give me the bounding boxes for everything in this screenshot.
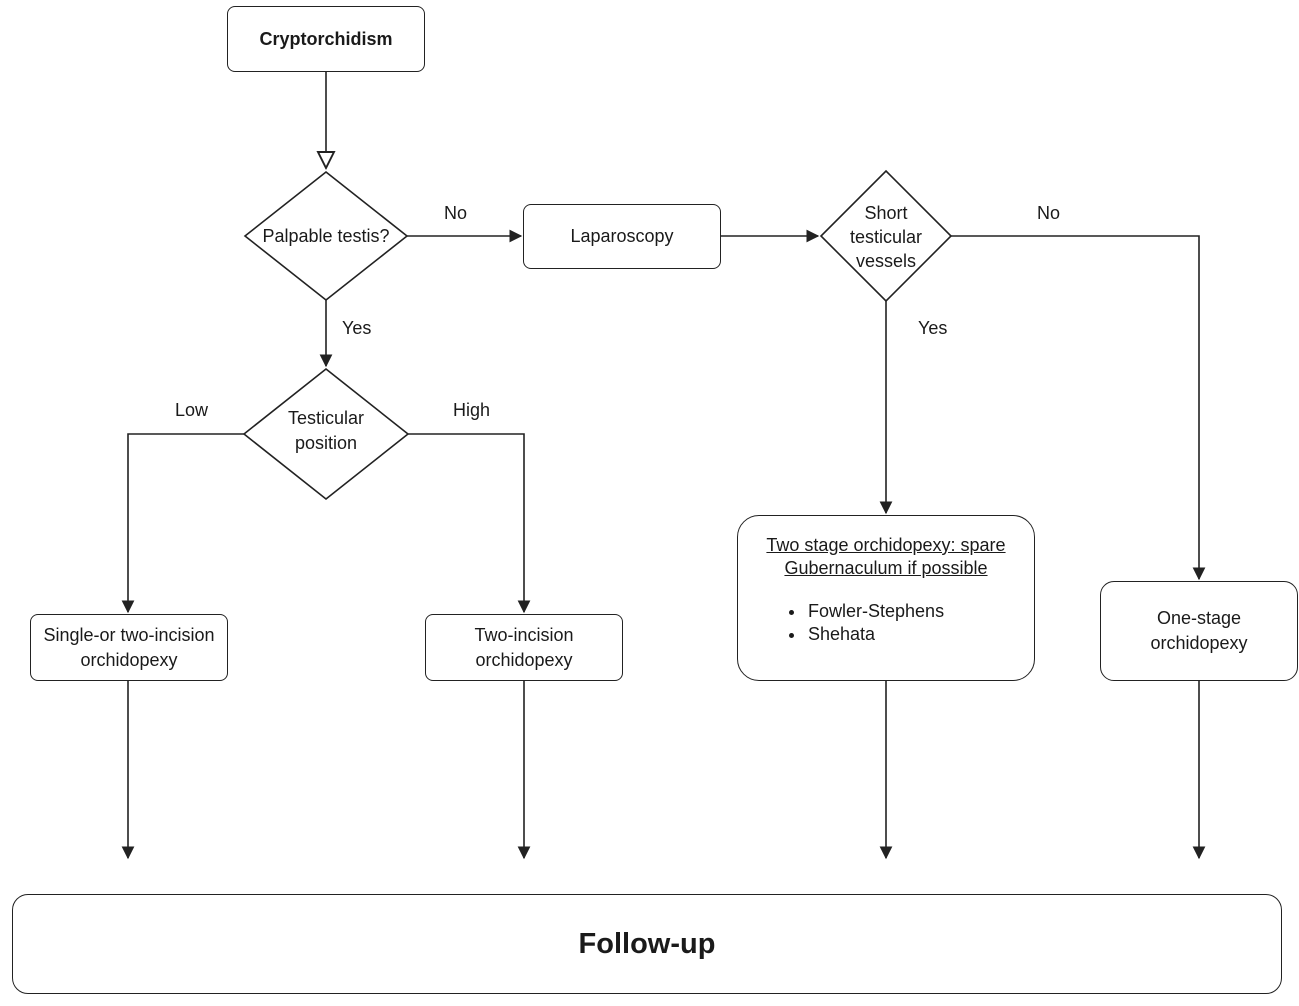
short-vessels-line-3: vessels <box>855 250 917 271</box>
short-vessels-line-2: testicular <box>849 226 923 247</box>
single-or-two-incision-line-1: Single-or two-incision <box>43 624 215 645</box>
one-stage-line-1: One-stage <box>1156 608 1242 628</box>
two-stage-title: Two stage orchidopexy: spare Gubernaculu… <box>738 534 1034 580</box>
single-or-two-incision-line-2: orchidopexy <box>80 649 178 670</box>
testicular-position-line-2: position <box>294 433 358 453</box>
two-stage-orchidopexy-node: Two stage orchidopexy: spare Gubernaculu… <box>737 515 1035 681</box>
single-or-two-incision-node: Single-or two-incision orchidopexy <box>30 614 228 681</box>
position-low-label: Low <box>175 400 209 420</box>
edge-position-high-to-two-incision <box>408 433 531 614</box>
position-high-label: High <box>453 400 491 420</box>
short-vessels-label-wrap: Short testicular vessels <box>836 199 936 274</box>
edge-position-low-to-single-incision <box>121 433 244 614</box>
palpable-testis-label-wrap: Palpable testis? <box>245 222 407 250</box>
testicular-position-label-wrap: Testicular position <box>256 404 396 458</box>
testicular-position-diamond <box>242 367 410 501</box>
one-stage-orchidopexy-node: One-stage orchidopexy <box>1100 581 1298 681</box>
vessels-yes-label: Yes <box>918 318 948 338</box>
two-incision-line-2: orchidopexy <box>475 649 573 670</box>
cryptorchidism-node: Cryptorchidism <box>227 6 425 72</box>
two-incision-node: Two-incision orchidopexy <box>425 614 623 681</box>
one-stage-line-2: orchidopexy <box>1150 633 1248 653</box>
technique-list-item: Shehata <box>806 623 944 646</box>
two-stage-title-line-1: Two stage orchidopexy: spare <box>766 535 1006 555</box>
short-vessels-line-1: Short <box>864 202 908 223</box>
cryptorchidism-label: Cryptorchidism <box>259 28 393 49</box>
two-incision-line-1: Two-incision <box>474 624 574 645</box>
two-stage-technique-list: Fowler-Stephens Shehata <box>738 600 944 646</box>
laparoscopy-label: Laparoscopy <box>570 226 674 246</box>
testicular-position-line-1: Testicular <box>287 408 365 428</box>
technique-list-item: Fowler-Stephens <box>806 600 944 623</box>
palpable-yes-label: Yes <box>342 318 372 338</box>
palpable-testis-label: Palpable testis? <box>262 225 390 246</box>
follow-up-label: Follow-up <box>578 927 716 960</box>
laparoscopy-node: Laparoscopy <box>523 204 721 269</box>
vessels-no-label: No <box>1037 203 1061 223</box>
edge-vessels-no-to-one-stage <box>951 235 1206 581</box>
two-stage-title-line-2: Gubernaculum if possible <box>784 558 988 578</box>
palpable-no-label: No <box>444 203 468 223</box>
follow-up-node: Follow-up <box>12 894 1282 994</box>
